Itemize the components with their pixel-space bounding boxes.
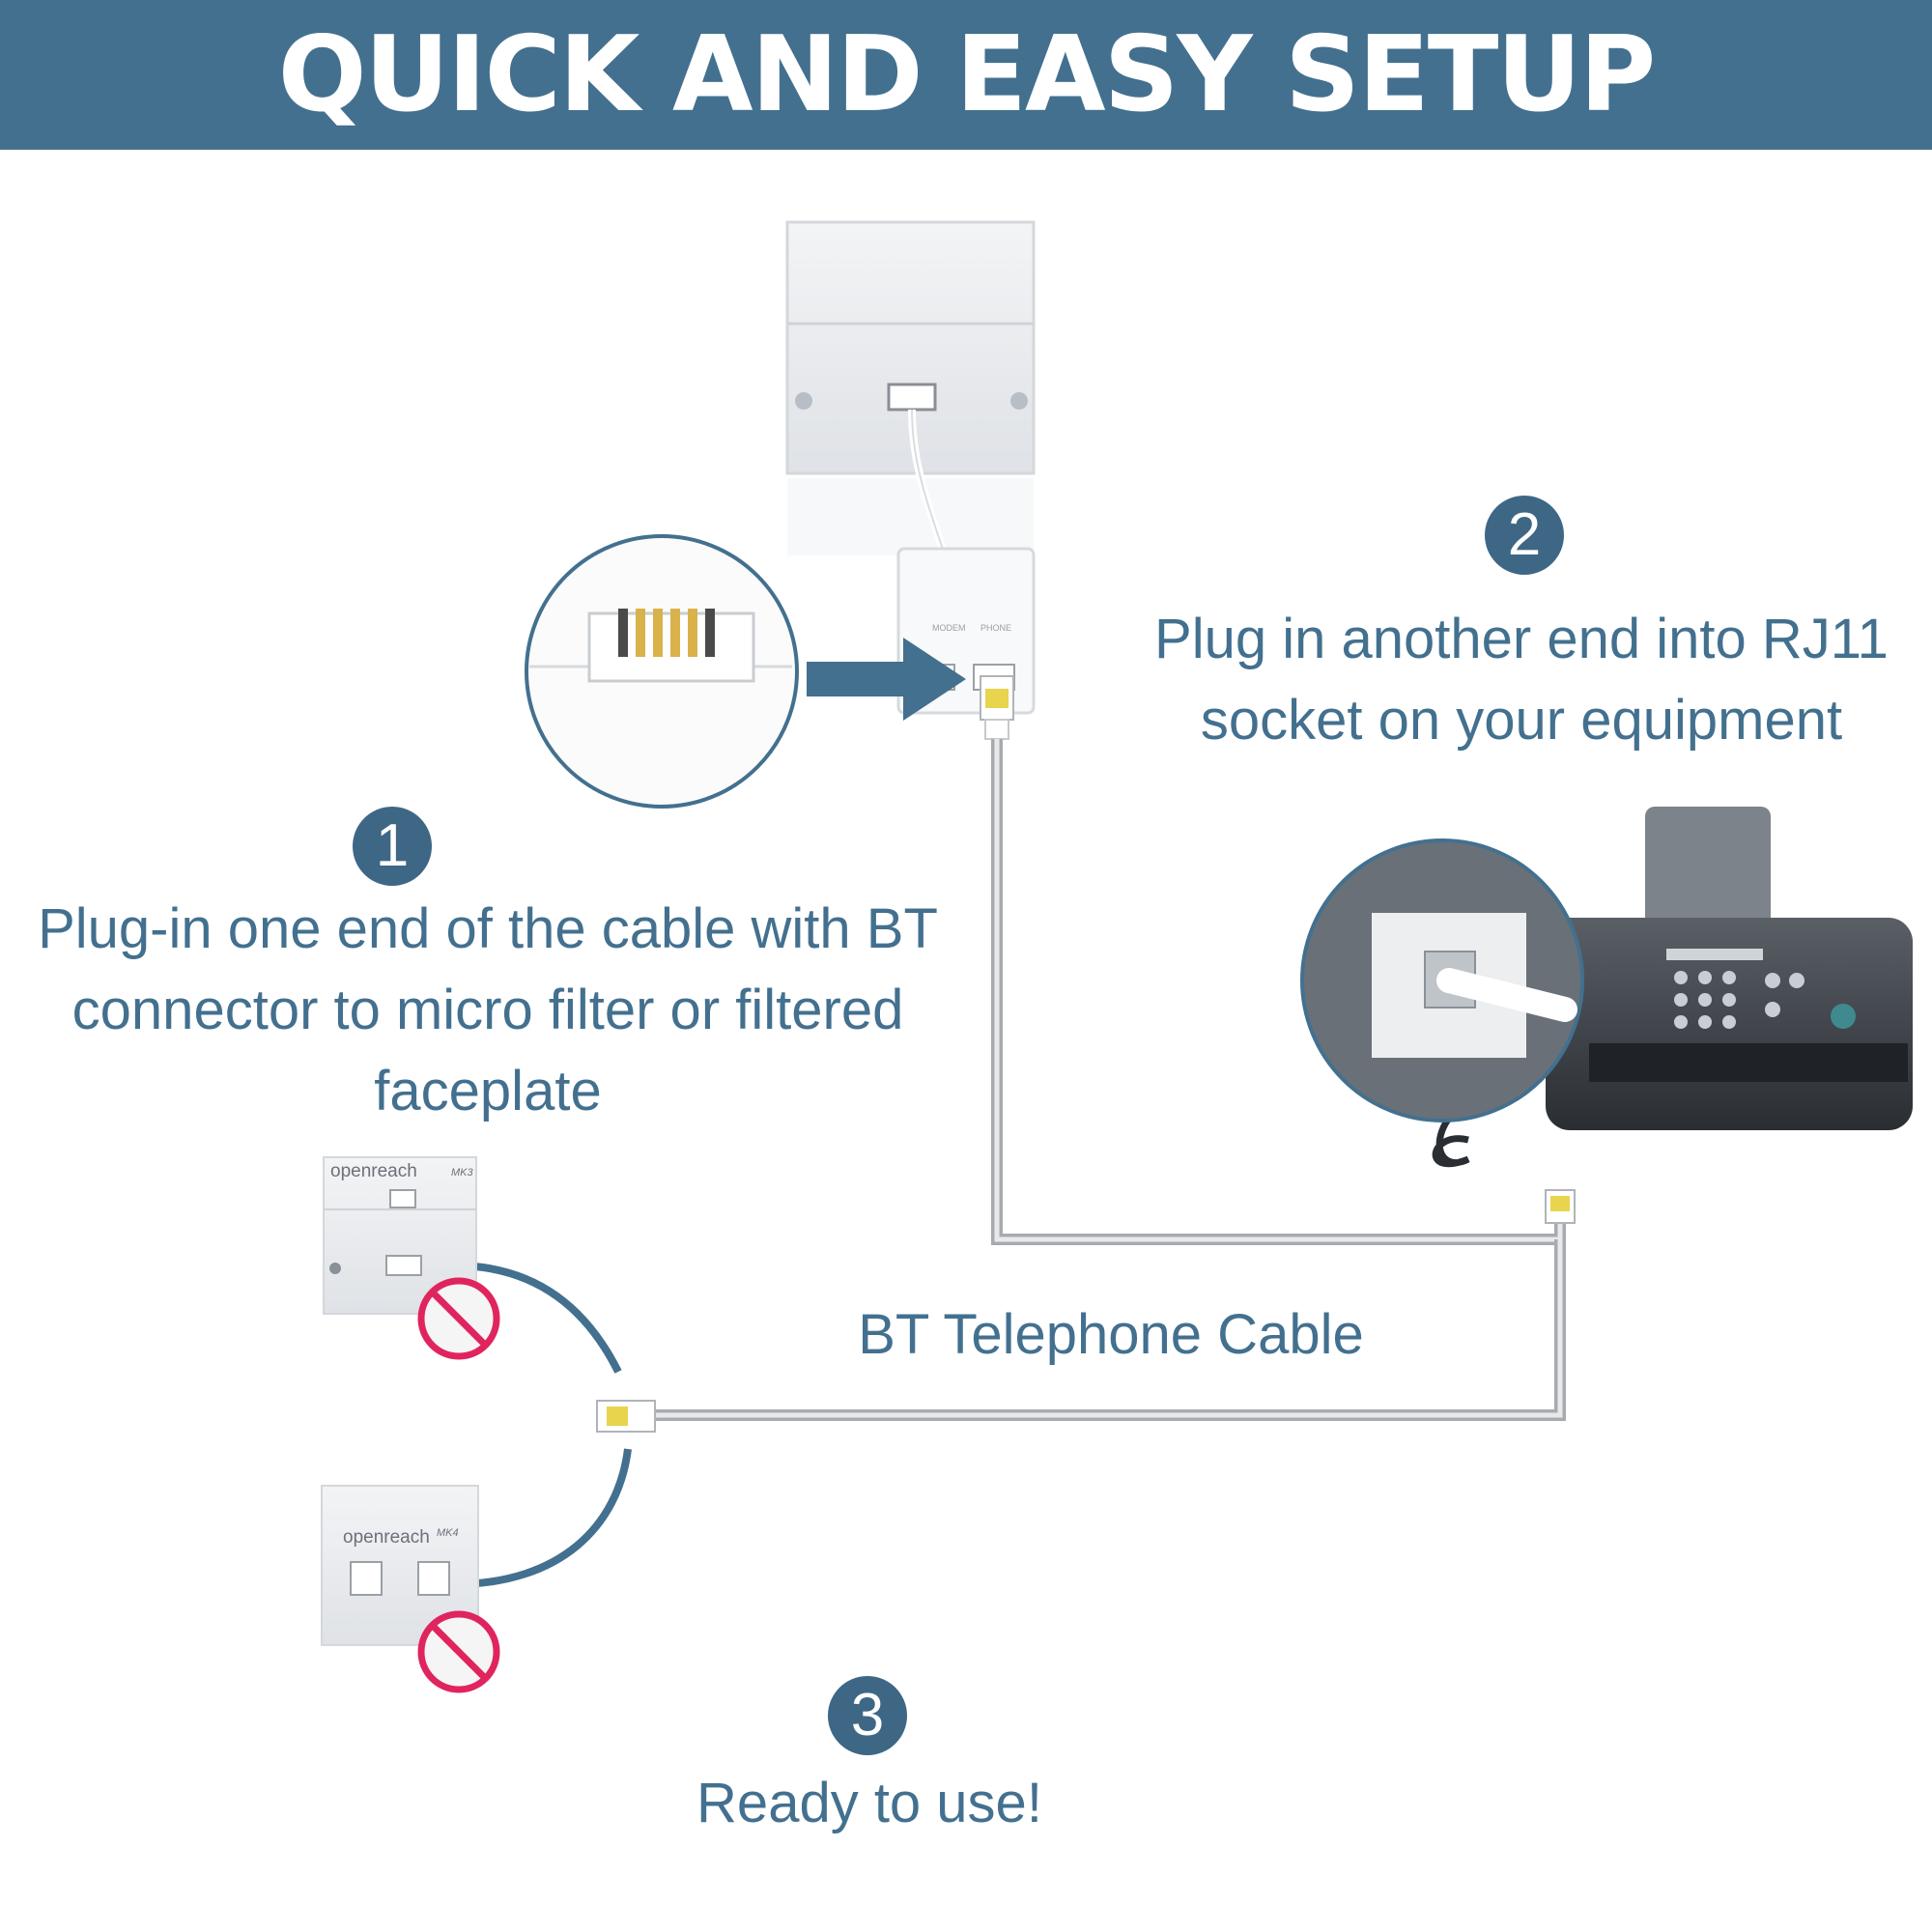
zoom-fax-port (1300, 838, 1584, 1122)
faceplate-brand: openreach (343, 1527, 430, 1548)
prohibited-icon (417, 1277, 500, 1360)
rj11-plug-icon (980, 675, 1014, 740)
master-socket (785, 220, 1036, 555)
fax-machine (1432, 807, 1913, 1168)
curved-arrow-icon (453, 1448, 632, 1588)
step-1-caption: Plug-in one end of the cable with BT con… (38, 897, 938, 1122)
arrow-right-icon (807, 638, 966, 721)
rj11-pins (618, 609, 715, 657)
faceplate-model: MK3 (451, 1167, 474, 1179)
faceplate-model: MK4 (437, 1527, 459, 1539)
faceplate-brand: openreach (330, 1161, 417, 1181)
step-2-badge: 2 (1485, 496, 1564, 575)
page-title: QUICK AND EASY SETUP (277, 14, 1656, 135)
zoom-filter-port (525, 534, 799, 809)
step-3-caption: Ready to use! (696, 1772, 1042, 1834)
prohibited-icon (417, 1610, 500, 1693)
telephone-cable (652, 739, 1566, 1421)
filter-port-label-phone: PHONE (980, 623, 1011, 633)
curved-arrow-icon (453, 1262, 622, 1374)
step-2-caption: Plug in another end into RJ11 socket on … (1154, 608, 1889, 752)
filter-port-label-modem: MODEM (932, 623, 966, 633)
step-3-badge: 3 (828, 1676, 907, 1755)
rj11-plug-icon (1545, 1189, 1576, 1224)
bt-plug-icon (596, 1400, 656, 1433)
step-1-badge: 1 (353, 807, 432, 886)
cable-label: BT Telephone Cable (858, 1303, 1364, 1366)
header-banner: QUICK AND EASY SETUP (0, 0, 1932, 150)
